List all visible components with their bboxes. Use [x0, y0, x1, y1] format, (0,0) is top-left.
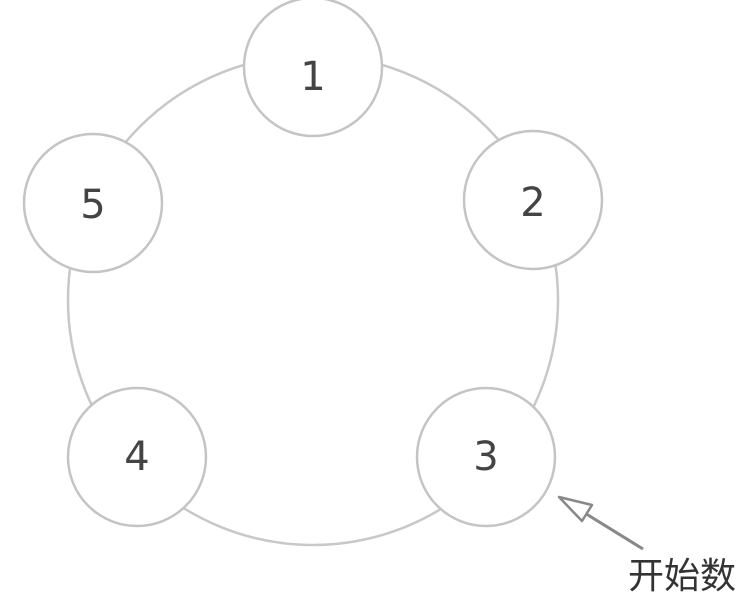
node-label: 1	[300, 54, 325, 100]
node-label: 4	[124, 434, 149, 480]
node-label: 3	[473, 434, 498, 480]
node-label: 5	[80, 182, 105, 228]
arrow-icon	[557, 495, 644, 551]
start-count-label: 开始数	[628, 556, 736, 597]
node-5: 5	[22, 132, 164, 274]
node-label: 2	[520, 180, 545, 226]
node-1: 1	[242, 0, 384, 138]
node-4: 4	[66, 386, 208, 528]
node-2: 2	[462, 129, 604, 271]
node-3: 3	[415, 386, 557, 528]
